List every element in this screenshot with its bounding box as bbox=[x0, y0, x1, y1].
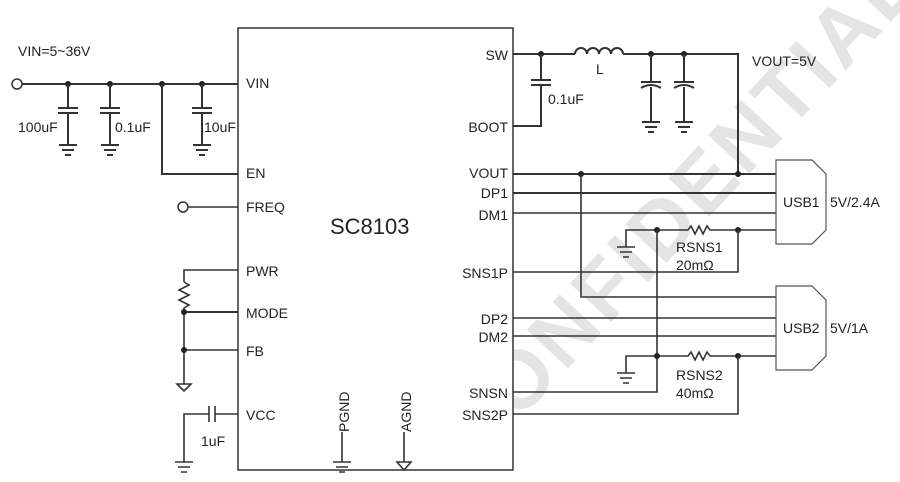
output-capacitor-2 bbox=[673, 54, 695, 133]
vin-terminal bbox=[11, 78, 23, 90]
usb2-name: USB2 bbox=[783, 320, 820, 336]
usb1-connector: USB1 bbox=[775, 159, 827, 245]
pwr-wire bbox=[183, 269, 238, 282]
pgnd-ground bbox=[333, 432, 351, 473]
pwr-resistor bbox=[177, 281, 191, 312]
c-in2-label: 0.1uF bbox=[115, 119, 151, 135]
pin-en: EN bbox=[246, 165, 265, 181]
chip-name: SC8103 bbox=[330, 214, 410, 239]
boot-capacitor bbox=[513, 54, 551, 127]
pin-sns2p: SNS2P bbox=[462, 407, 508, 423]
freq-terminal bbox=[177, 201, 189, 213]
capacitor-10uf bbox=[192, 84, 212, 156]
c-in1-label: 100uF bbox=[18, 119, 58, 135]
vcc-capacitor bbox=[175, 406, 238, 473]
usb1-rating: 5V/2.4A bbox=[830, 194, 880, 210]
capacitor-0.1uf-input bbox=[100, 84, 120, 156]
pin-sns1p: SNS1P bbox=[462, 265, 508, 281]
pin-freq: FREQ bbox=[246, 199, 285, 215]
pin-vin: VIN bbox=[246, 75, 269, 91]
fb-wire bbox=[183, 312, 238, 384]
fb-ground bbox=[175, 383, 193, 393]
pin-sw: SW bbox=[485, 47, 508, 63]
pin-vout: VOUT bbox=[469, 165, 508, 181]
pin-dp2: DP2 bbox=[481, 311, 508, 327]
rsns1-value: 20mΩ bbox=[676, 257, 714, 273]
pin-pgnd: PGND bbox=[336, 392, 352, 432]
usb2-connector: USB2 bbox=[775, 285, 827, 371]
vin-label: VIN=5~36V bbox=[18, 43, 91, 59]
rsns1-network bbox=[625, 224, 780, 247]
pin-boot: BOOT bbox=[468, 119, 508, 135]
pin-mode: MODE bbox=[246, 305, 288, 321]
output-capacitor-1 bbox=[640, 54, 662, 133]
c-boot-label: 0.1uF bbox=[548, 91, 584, 107]
pin-fb: FB bbox=[246, 343, 264, 359]
en-wire bbox=[161, 84, 238, 175]
usb1-name: USB1 bbox=[783, 194, 820, 210]
agnd-ground bbox=[395, 432, 413, 472]
pin-snsn: SNSN bbox=[469, 385, 508, 401]
snsn-wire bbox=[513, 230, 658, 393]
rsns1-name: RSNS1 bbox=[676, 239, 723, 255]
vout-to-usb2 bbox=[580, 174, 780, 298]
inductor bbox=[574, 47, 624, 55]
usb2-rating: 5V/1A bbox=[830, 320, 869, 336]
c-vcc-label: 1uF bbox=[201, 433, 225, 449]
pin-pwr: PWR bbox=[246, 263, 279, 279]
capacitor-100uf bbox=[58, 84, 78, 156]
rsns2-network bbox=[625, 350, 780, 373]
pin-dm2: DM2 bbox=[478, 329, 508, 345]
pin-dp1: DP1 bbox=[481, 185, 508, 201]
rsns2-name: RSNS2 bbox=[676, 367, 723, 383]
pin-agnd: AGND bbox=[398, 392, 414, 432]
c-in3-label: 10uF bbox=[204, 119, 236, 135]
pin-vcc: VCC bbox=[246, 407, 276, 423]
rsns2-value: 40mΩ bbox=[676, 385, 714, 401]
chip-body bbox=[237, 27, 514, 471]
pin-dm1: DM1 bbox=[478, 207, 508, 223]
vout-label: VOUT=5V bbox=[752, 53, 817, 69]
inductor-label: L bbox=[596, 61, 604, 77]
